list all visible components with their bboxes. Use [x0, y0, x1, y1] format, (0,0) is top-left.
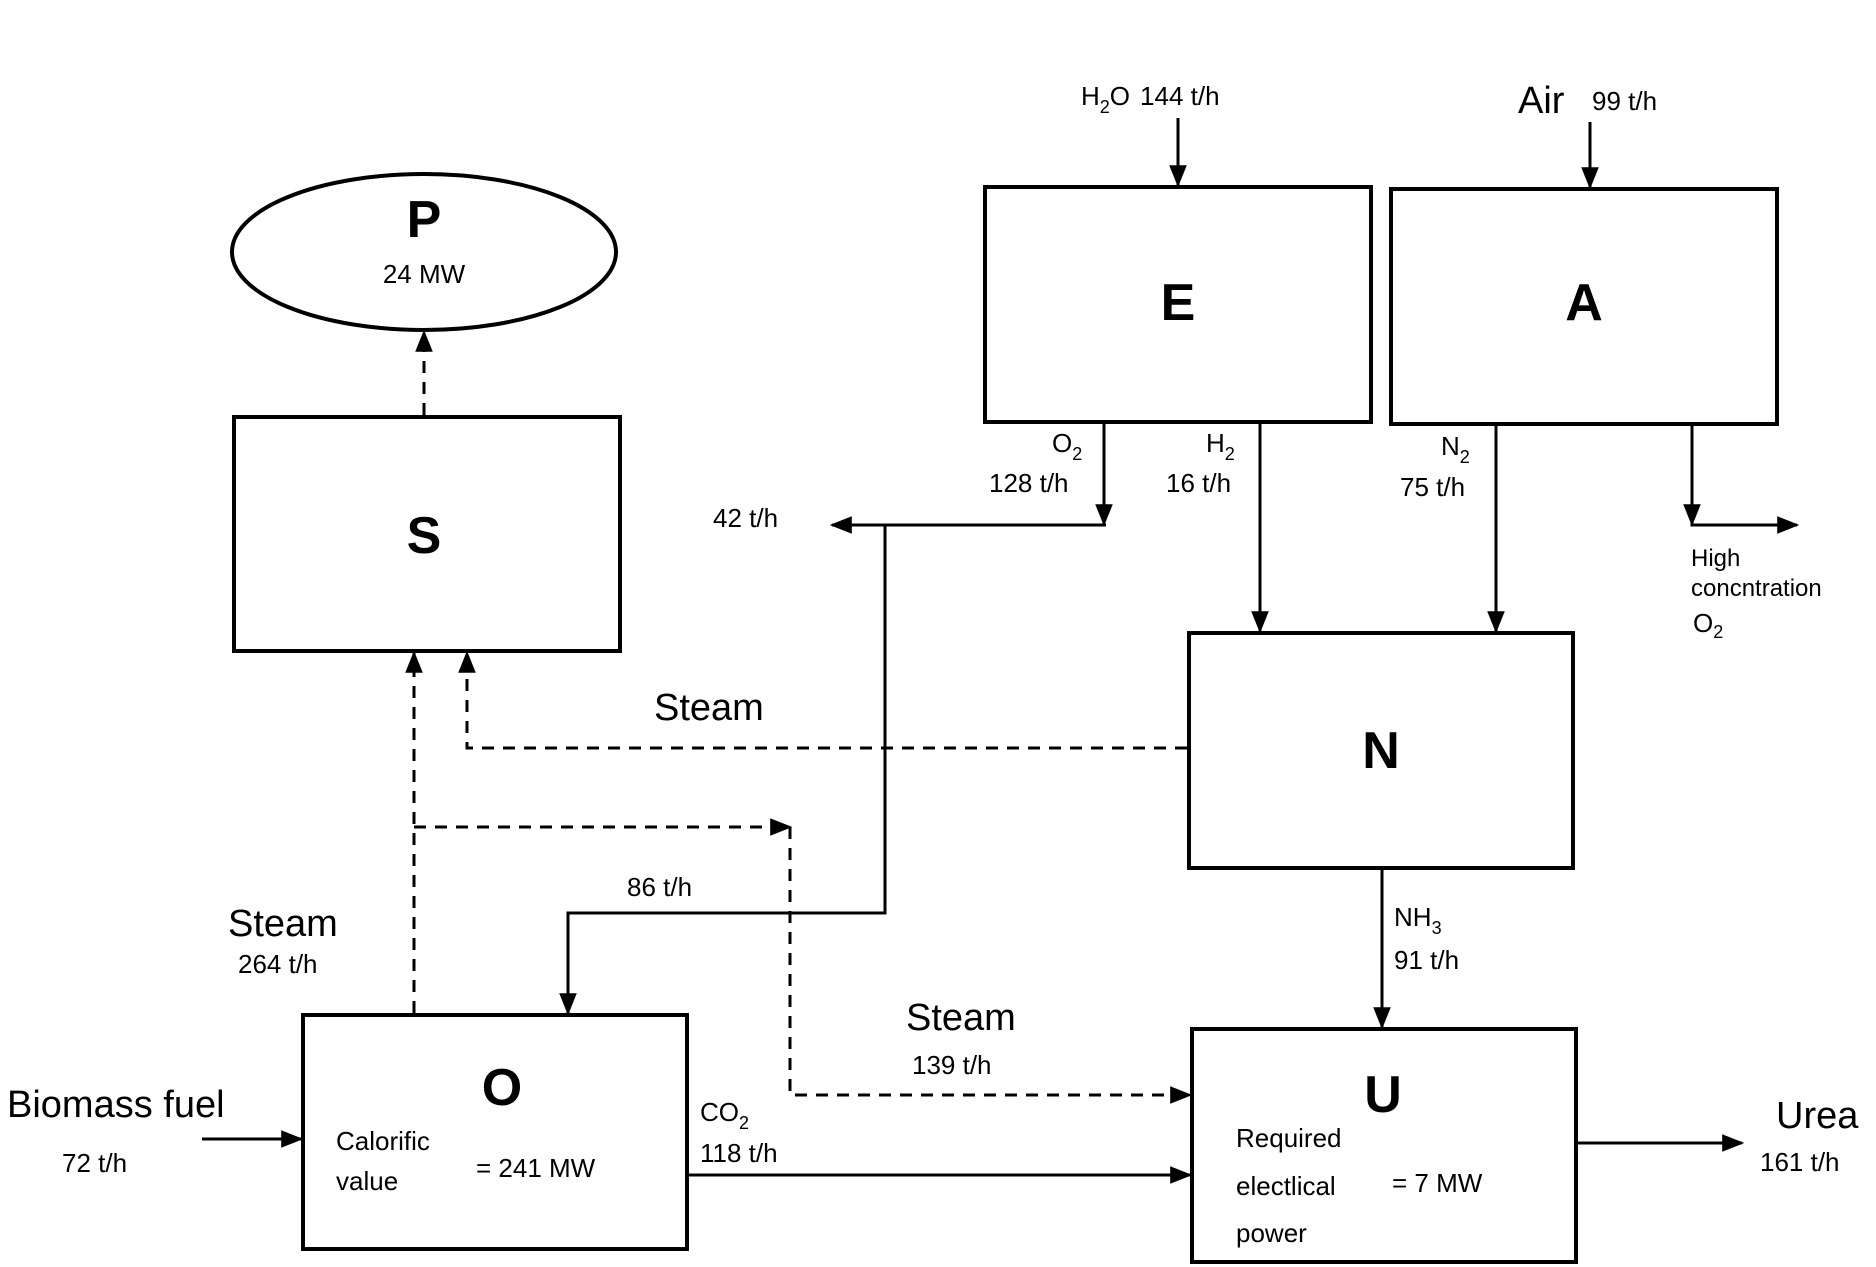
- steam-n-to-s-arrow: [467, 653, 1187, 748]
- steam-o-u-label: Steam: [906, 997, 1016, 1039]
- air-inlet-rate: 99 t/h: [1592, 86, 1657, 116]
- nh3-rate: 91 t/h: [1394, 945, 1459, 975]
- steam-o-u-rate: 139 t/h: [912, 1050, 992, 1080]
- node-u-letter: U: [1364, 1066, 1402, 1124]
- h2-e-rate: 16 t/h: [1166, 468, 1231, 498]
- steam-n-s-label: Steam: [654, 687, 764, 729]
- co2-species: CO2: [700, 1097, 749, 1133]
- co2-rate: 118 t/h: [700, 1138, 778, 1168]
- node-u-desc-line1: Required: [1236, 1123, 1342, 1153]
- high-o2-species: O2: [1693, 608, 1723, 642]
- o2-e-species: O2: [1052, 428, 1082, 464]
- n2-a-species: N2: [1441, 431, 1470, 467]
- node-u-desc-line2: electlical: [1236, 1171, 1336, 1201]
- node-p-letter: P: [407, 191, 442, 249]
- node-e-letter: E: [1161, 274, 1196, 332]
- biomass-label: Biomass fuel: [7, 1084, 225, 1126]
- node-o-letter: O: [482, 1059, 522, 1117]
- h2o-inlet-label: H2O144 t/h: [1081, 81, 1220, 117]
- node-p-value: 24 MW: [383, 259, 466, 289]
- biomass-rate: 72 t/h: [62, 1148, 127, 1178]
- steam-o-s-label: Steam: [228, 903, 338, 945]
- o2-e-rate: 128 t/h: [989, 468, 1069, 498]
- high-o2-line2: concntration: [1691, 575, 1822, 602]
- node-n-letter: N: [1362, 722, 1400, 780]
- node-a-letter: A: [1565, 274, 1603, 332]
- nh3-species: NH3: [1394, 902, 1442, 938]
- node-o-desc-line2: value: [336, 1166, 398, 1196]
- node-o-desc-line1: Calorific: [336, 1126, 430, 1156]
- n2-a-rate: 75 t/h: [1400, 472, 1465, 502]
- node-s-letter: S: [407, 507, 442, 565]
- urea-rate: 161 t/h: [1760, 1147, 1840, 1177]
- urea-label: Urea: [1776, 1095, 1859, 1137]
- node-u-value: = 7 MW: [1392, 1168, 1483, 1198]
- air-inlet-label: Air: [1518, 80, 1565, 122]
- high-o2-line1: High: [1691, 545, 1740, 572]
- steam-o-s-rate: 264 t/h: [238, 949, 318, 979]
- h2-e-species: H2: [1206, 428, 1235, 464]
- o2-vent-rate: 42 t/h: [713, 503, 778, 533]
- node-u-desc-line3: power: [1236, 1218, 1307, 1248]
- node-o-value: = 241 MW: [476, 1153, 596, 1183]
- high-o2-outlet-arrow: [1692, 426, 1797, 525]
- o2-to-o-rate: 86 t/h: [627, 872, 692, 902]
